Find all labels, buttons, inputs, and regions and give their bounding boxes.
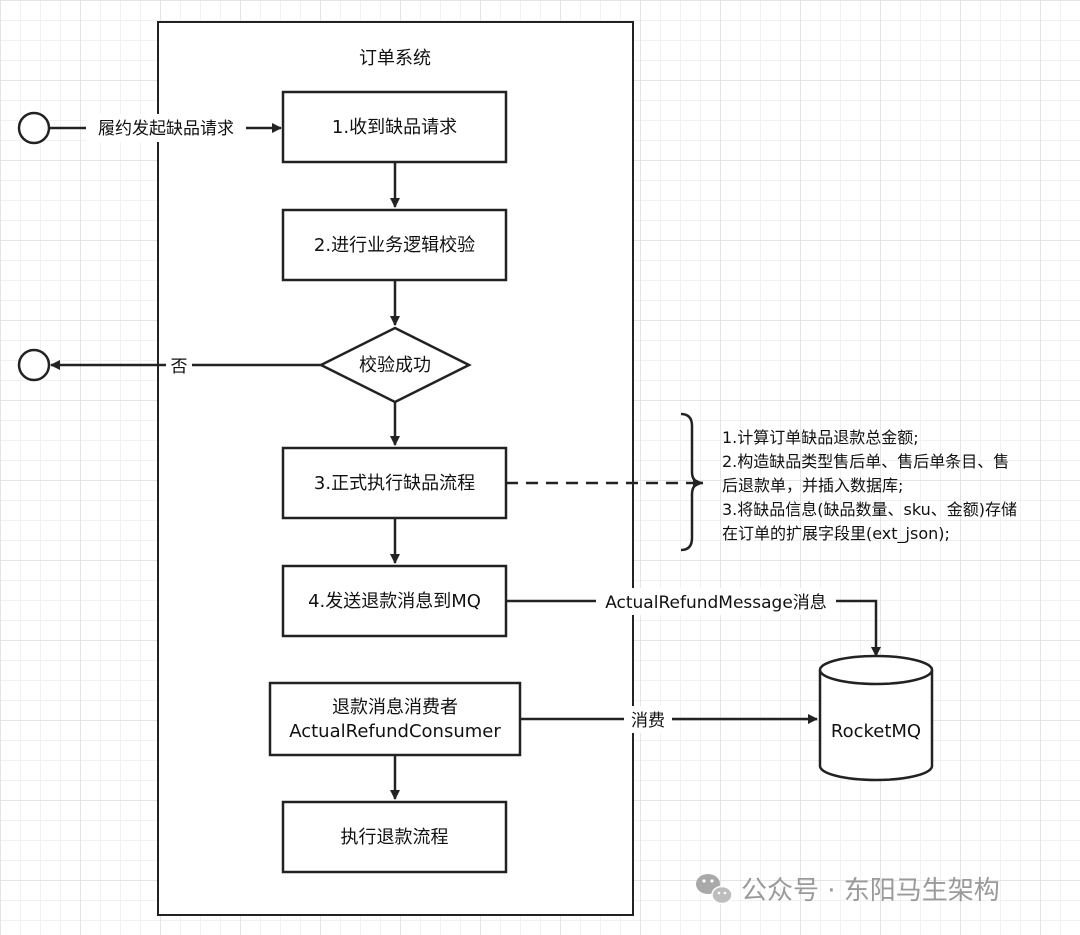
start-label-bg <box>86 114 246 142</box>
rocketmq-database: RocketMQ <box>818 654 934 782</box>
step3-label: 3.正式执行缺品流程 <box>314 473 475 494</box>
consume-edge-label: 消费 <box>631 711 665 731</box>
rocketmq-label: RocketMQ <box>831 721 921 742</box>
no-label-bg <box>166 352 192 378</box>
note-text-block: 1.计算订单缺品退款总金额; 2.构造缺品类型售后单、售后单条目、售 后退款单，… <box>722 428 1017 544</box>
note-line-2: 2.构造缺品类型售后单、售后单条目、售 <box>722 452 1009 471</box>
step2-business-validation <box>281 208 508 282</box>
note-line-3: 后退款单，并插入数据库; <box>722 476 903 495</box>
watermark-text: 公众号 · 东阳马生架构 <box>741 876 1000 906</box>
execute-refund-process <box>281 800 508 874</box>
refund-label: 执行退款流程 <box>341 827 449 848</box>
end-terminal <box>17 348 51 382</box>
consume-label-bg <box>624 706 672 733</box>
step2-label: 2.进行业务逻辑校验 <box>314 235 475 256</box>
message-edge-label: ActualRefundMessage消息 <box>605 593 827 613</box>
note-line-4: 3.将缺品信息(缺品数量、sku、金额)存储 <box>722 500 1017 519</box>
step4-send-refund-message <box>281 564 508 638</box>
order-system-title: 订单系统 <box>359 48 431 69</box>
wechat-icon <box>696 874 733 905</box>
decision-label: 校验成功 <box>359 355 431 376</box>
note-brace <box>680 412 704 552</box>
consumer-label-line1: 退款消息消费者 <box>332 697 458 718</box>
note-line-1: 1.计算订单缺品退款总金额; <box>722 428 919 447</box>
refund-consumer <box>268 681 522 757</box>
start-terminal <box>17 111 51 145</box>
step4-label: 4.发送退款消息到MQ <box>308 591 481 612</box>
message-label-bg <box>596 588 836 615</box>
note-line-5: 在订单的扩展字段里(ext_json); <box>722 524 950 544</box>
step1-label: 1.收到缺品请求 <box>332 117 457 138</box>
no-edge-label: 否 <box>171 357 188 377</box>
watermark: 公众号 · 东阳马生架构 <box>696 874 1000 906</box>
start-edge-label: 履约发起缺品请求 <box>98 119 234 139</box>
consumer-label-line2: ActualRefundConsumer <box>289 721 501 742</box>
